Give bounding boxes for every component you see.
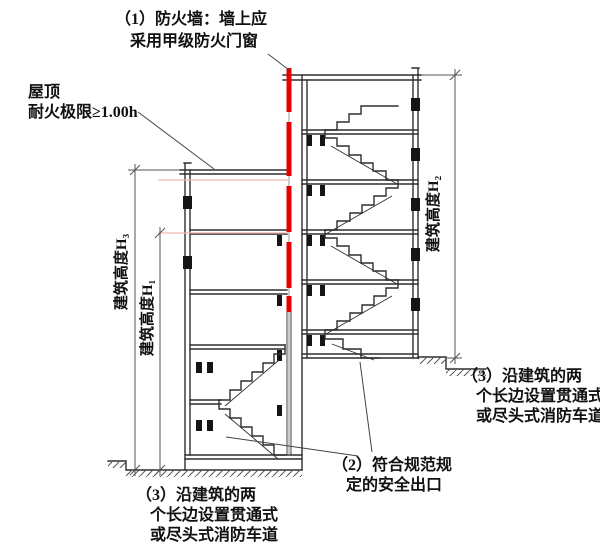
dimension-label-h3: 建筑高度H₃ [112,233,130,310]
firewall-note-line1: （1）防火墙：墙上应 [115,9,267,28]
fire-lane-right-line3: 或尽头式消防车道 [476,406,600,425]
firewall-note-line2: 采用甲级防火门窗 [129,31,258,50]
ground-right [417,356,487,376]
fire-lane-left-line2: 个长边设置贯通式 [149,505,278,524]
dimension-label-h1: 建筑高度H₁ [138,280,156,356]
ground-left [107,460,303,477]
fire-lane-left-line3: 或尽头式消防车道 [150,525,278,544]
exit-note-line2: 定的安全出口 [345,475,442,494]
stairs-right [324,105,399,361]
fire-lane-right-line2: 个长边设置贯通式 [475,386,600,405]
leader-lines [137,53,373,457]
stairs-left [218,344,286,460]
roof-note-line1: 屋顶 [28,83,60,101]
exit-note-line1: （2）符合规范规 [332,455,452,474]
dimension-lines [128,69,462,476]
fire-lane-left-line1: （3）沿建筑的两 [136,485,256,504]
roof-note-line2: 耐火极限≥1.00h [28,102,138,121]
firewall [158,68,292,455]
fire-lane-right-line1: （3）沿建筑的两 [462,366,582,385]
dimension-label-h2: 建筑高度H₂ [424,175,442,252]
building-right [282,67,422,471]
